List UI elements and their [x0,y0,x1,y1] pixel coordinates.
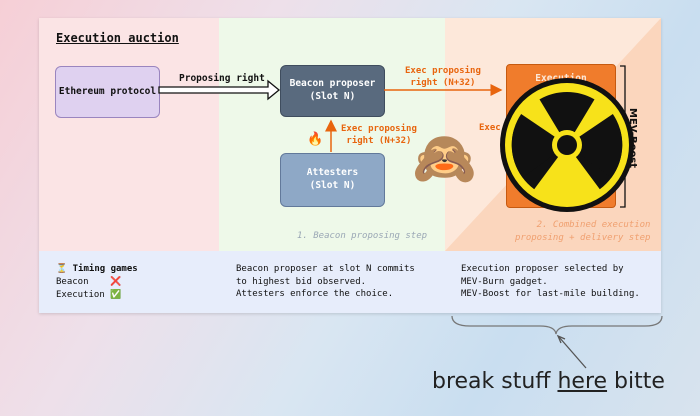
proposing-right-arrow [158,79,281,101]
protocol-zone [39,18,219,251]
see-no-evil-monkey-icon: 🙈 [412,129,477,189]
timing-beacon-label: Beacon [56,277,89,287]
beacon-proposer-box: Beacon proposer (Slot N) [280,65,385,117]
annotation-underlined: here [557,369,608,394]
execution-description: Execution proposer selected by MEV-Burn … [461,264,640,300]
annotation-after: bitte [607,369,665,394]
diagram-title: Execution auction [56,31,179,45]
fire-icon: 🔥 [307,132,324,147]
cross-icon: ❌ [110,277,122,287]
annotation-arrowhead [556,334,566,344]
exec-proposing-right-label-top: Exec proposing right (N+32) [405,66,481,89]
timing-games-title: Timing games [72,264,138,274]
beacon-description: Beacon proposer at slot N commits to hig… [236,264,415,300]
step2-caption: 2. Combined execution proposing + delive… [515,220,651,243]
beacon-step-zone [219,18,445,251]
step1-caption: 1. Beacon proposing step [297,231,428,241]
attesters-box: Attesters (Slot N) [280,153,385,207]
check-icon: ✅ [110,290,122,300]
timing-execution-row: Execution ✅ [56,289,121,302]
timing-games-heading: ⏳ Timing games [56,263,138,276]
hourglass-icon: ⏳ [56,264,68,274]
timing-execution-label: Execution [56,290,105,300]
arrows-layer [158,65,626,208]
annotation-text: break stuff here bitte [432,369,665,394]
annotation-before: break stuff [432,369,558,394]
radiation-icon [500,78,634,212]
annotation-brace [451,315,663,335]
annotation-arrow [558,336,587,369]
timing-beacon-row: Beacon ❌ [56,276,121,289]
proposing-right-label: Proposing right [179,73,265,84]
exec-proposing-right-label-mid: Exec proposing right (N+32) [341,124,417,147]
info-strip: ⏳ Timing games Beacon ❌ Execution ✅ Beacon… [39,251,661,313]
exec-partial-label: Exec [479,123,501,133]
diagram-card: Execution auction Ethereum protocol Beac… [39,18,661,313]
